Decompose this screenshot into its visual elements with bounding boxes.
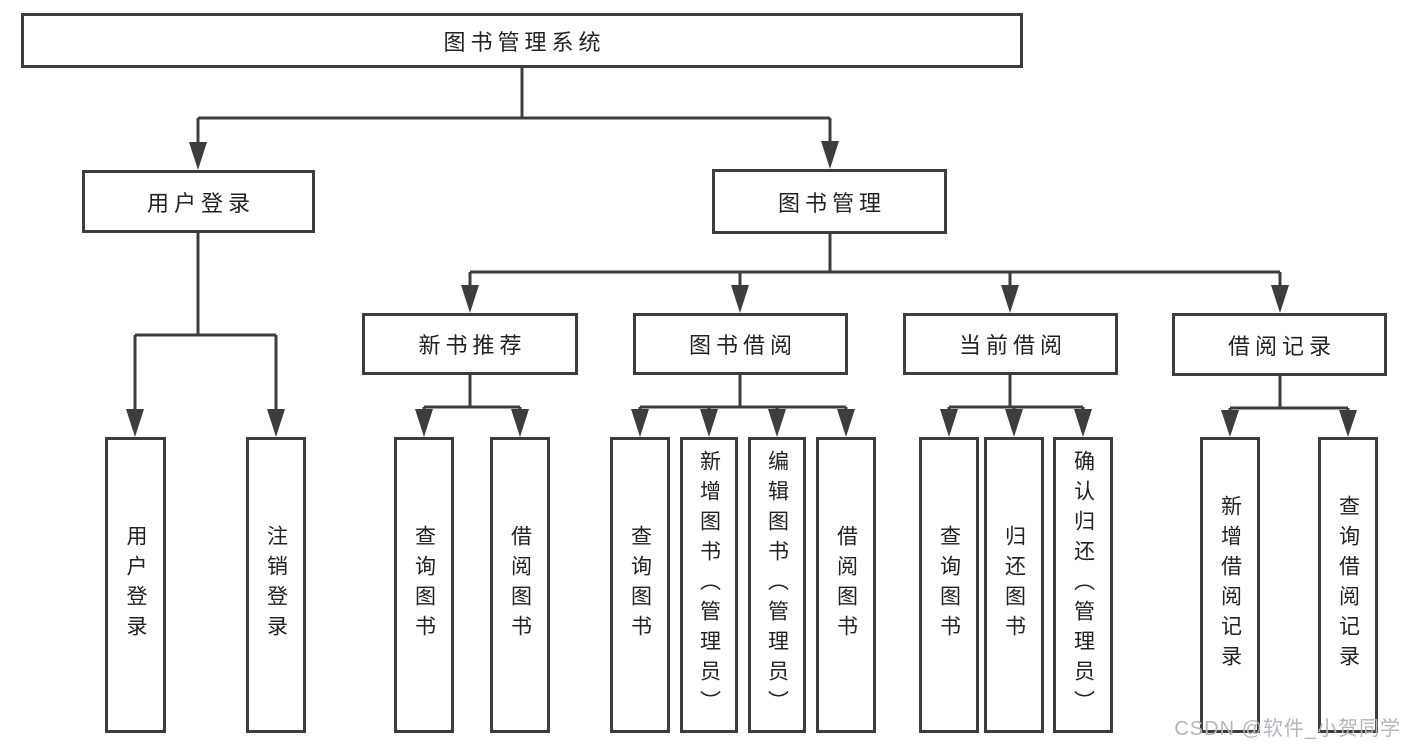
node-current-borrow-label: 当前借阅 [958, 333, 1067, 358]
arrowheads-user-login-leaves [126, 409, 285, 437]
leaf-add-book-admin-label: 新增图书（管理员） [697, 450, 721, 720]
leaf-confirm-return-admin: 确认归还（管理员） [1053, 437, 1113, 733]
node-book-borrow-label: 图书借阅 [688, 333, 797, 358]
connector-new-recommend-to-leaves [422, 375, 522, 413]
node-book-borrow: 图书借阅 [633, 313, 848, 375]
connector-book-borrow-to-leaves [638, 375, 848, 413]
leaf-borrow-books-recommend: 借阅图书 [490, 437, 550, 733]
leaf-query-books-borrow-label: 查询图书 [628, 525, 652, 645]
node-borrow-records-label: 借阅记录 [1227, 333, 1336, 359]
connector-borrow-records-to-leaves [1228, 376, 1350, 414]
leaf-query-books-recommend: 查询图书 [394, 437, 454, 733]
leaf-borrow-books-recommend-label: 借阅图书 [508, 525, 532, 645]
leaf-borrow-books-label: 借阅图书 [834, 525, 858, 645]
node-new-book-recommend-label: 新书推荐 [418, 333, 527, 358]
leaf-logout-label: 注销登录 [264, 525, 288, 645]
leaf-user-login-label: 用户登录 [124, 525, 147, 645]
leaf-query-books-current: 查询图书 [919, 437, 979, 733]
leaf-user-login: 用户登录 [105, 437, 166, 733]
arrowheads-level3 [461, 285, 1289, 313]
node-current-borrow: 当前借阅 [903, 313, 1118, 375]
arrowheads-level2 [189, 141, 839, 170]
leaf-query-borrow-record-label: 查询借阅记录 [1336, 495, 1360, 675]
leaf-return-book: 归还图书 [984, 437, 1044, 733]
leaf-return-book-label: 归还图书 [1002, 525, 1026, 645]
leaf-edit-book-admin-label: 编辑图书（管理员） [765, 450, 789, 720]
node-user-login-label: 用户登录 [146, 190, 255, 216]
leaf-add-book-admin: 新增图书（管理员） [680, 437, 738, 733]
arrowheads-book-borrow-leaves [631, 409, 855, 437]
leaf-logout: 注销登录 [246, 437, 306, 733]
arrowheads-borrow-records-leaves [1221, 410, 1357, 437]
connector-current-borrow-to-leaves [947, 375, 1085, 413]
node-new-book-recommend: 新书推荐 [362, 313, 578, 375]
leaf-confirm-return-admin-label: 确认归还（管理员） [1071, 450, 1095, 720]
arrowheads-new-recommend-leaves [415, 409, 529, 437]
node-library-system-label: 图书管理系统 [443, 29, 606, 55]
leaf-query-borrow-record: 查询借阅记录 [1318, 437, 1378, 733]
csdn-watermark: CSDN @软件_小贺同学 [1174, 718, 1401, 740]
leaf-edit-book-admin: 编辑图书（管理员） [748, 437, 806, 733]
leaf-add-borrow-record: 新增借阅记录 [1200, 437, 1260, 733]
leaf-query-books-current-label: 查询图书 [937, 525, 961, 645]
node-book-management-label: 图书管理 [777, 190, 886, 216]
leaf-query-books-borrow: 查询图书 [610, 437, 670, 733]
leaf-borrow-books: 借阅图书 [816, 437, 876, 733]
node-library-system: 图书管理系统 [21, 13, 1023, 68]
arrowheads-current-borrow-leaves [940, 409, 1092, 437]
node-user-login: 用户登录 [82, 170, 315, 233]
connector-user-login-to-leaves [133, 233, 278, 413]
node-book-management: 图书管理 [712, 169, 947, 234]
connector-root-to-level2 [196, 68, 832, 148]
connector-book-management-to-level3 [468, 234, 1282, 289]
leaf-add-borrow-record-label: 新增借阅记录 [1218, 495, 1242, 675]
node-borrow-records: 借阅记录 [1172, 313, 1387, 376]
leaf-query-books-recommend-label: 查询图书 [412, 525, 436, 645]
